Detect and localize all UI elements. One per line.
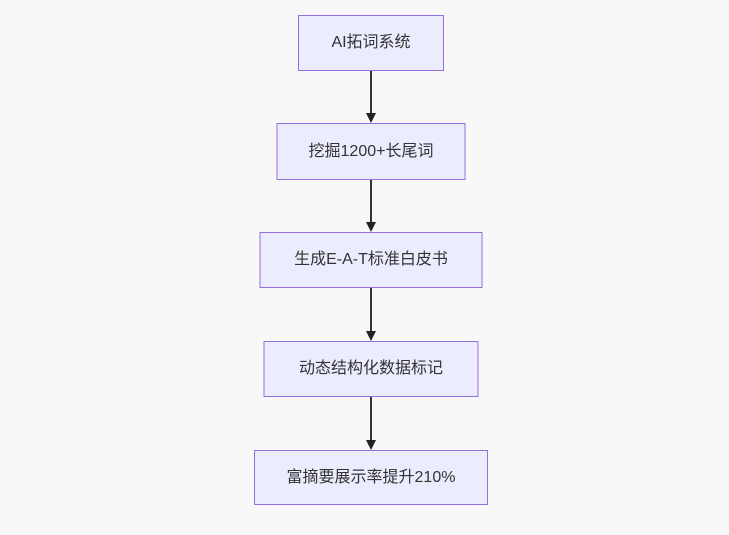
flow-node-label: 动态结构化数据标记 (298, 360, 443, 377)
flow-arrow-1-2 (366, 71, 376, 123)
flow-node-step-3: 生成E-A-T标准白皮书 (259, 232, 483, 288)
flow-node-label: AI拓词系统 (331, 34, 411, 51)
flow-node-label: 生成E-A-T标准白皮书 (294, 251, 448, 268)
arrow-head-icon (366, 113, 376, 123)
flow-node-step-4: 动态结构化数据标记 (263, 341, 479, 397)
arrow-line (370, 180, 372, 222)
flow-node-step-5: 富摘要展示率提升210% (254, 450, 488, 505)
flow-arrow-2-3 (366, 180, 376, 232)
arrow-head-icon (366, 440, 376, 450)
flow-node-step-2: 挖掘1200+长尾词 (276, 123, 466, 180)
flow-arrow-3-4 (366, 288, 376, 341)
arrow-head-icon (366, 331, 376, 341)
arrow-line (370, 288, 372, 331)
flow-node-label: 挖掘1200+长尾词 (308, 142, 434, 160)
arrow-head-icon (366, 222, 376, 232)
flow-arrow-4-5 (366, 397, 376, 450)
flow-node-step-1: AI拓词系统 (298, 15, 444, 71)
arrow-line (370, 71, 372, 113)
arrow-line (370, 397, 372, 440)
flow-node-label: 富摘要展示率提升210% (286, 468, 456, 486)
